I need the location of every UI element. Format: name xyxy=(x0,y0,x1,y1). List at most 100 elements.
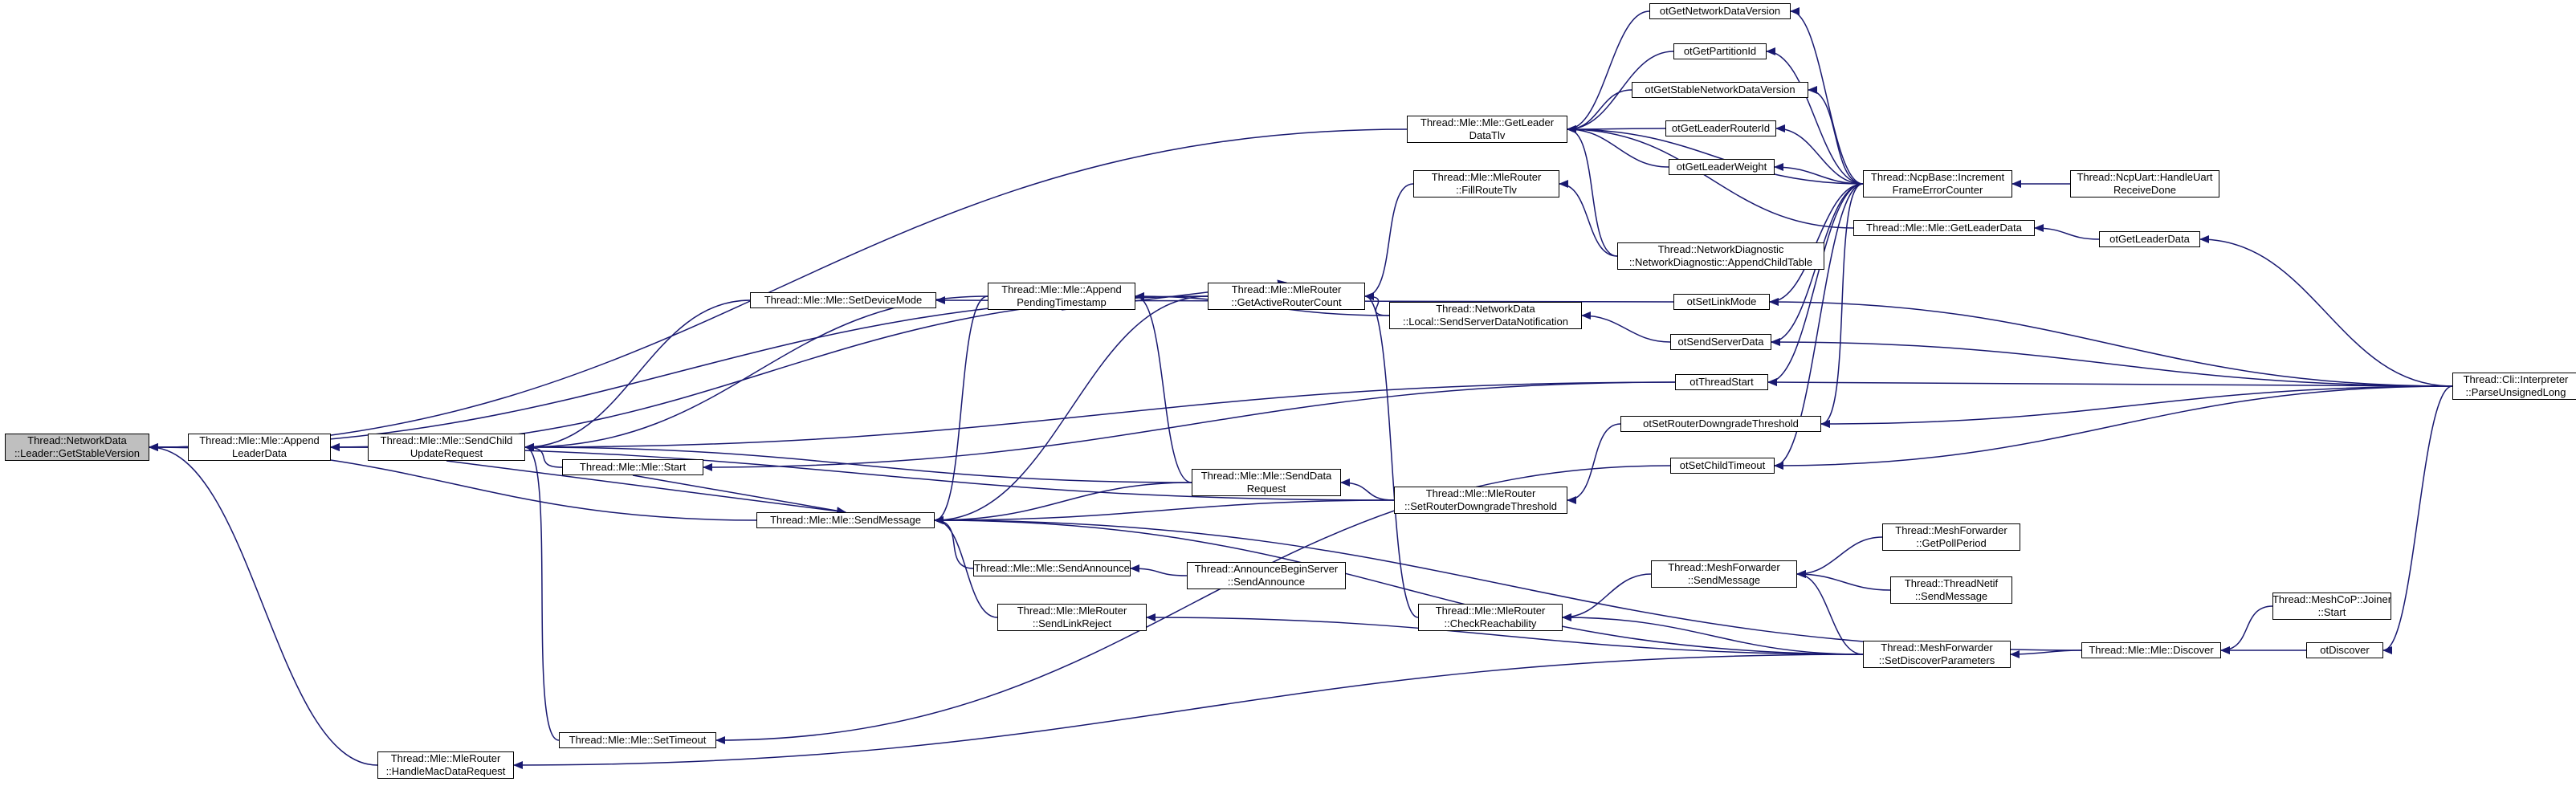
node-label-line: Thread::NetworkData xyxy=(1436,303,1535,315)
graph-node-n33[interactable]: Thread::Mle::Mle::GetLeaderData xyxy=(1853,220,2035,236)
graph-node-n18[interactable]: Thread::Mle::MleRouter::CheckReachabilit… xyxy=(1418,604,1563,631)
call-edge-n41-n25 xyxy=(1769,298,2453,387)
graph-node-n38[interactable]: Thread::Mle::Mle::Discover xyxy=(2081,642,2221,658)
node-label-line: ::SendMessage xyxy=(1687,574,1761,586)
call-edge-n32-n23 xyxy=(1774,163,1864,185)
node-label-line: ::Local::SendServerDataNotification xyxy=(1403,316,1568,328)
graph-node-n17[interactable]: Thread::AnnounceBeginServer::SendAnnounc… xyxy=(1187,562,1346,589)
graph-node-n19[interactable]: otGetNetworkDataVersion xyxy=(1649,3,1791,19)
call-edge-n32-n22 xyxy=(1775,124,1864,185)
node-label-line: Thread::Mle::Mle::SendAnnounce xyxy=(974,562,1130,574)
call-edge-n28-n14 xyxy=(1567,423,1621,504)
node-label-line: Thread::Mle::MleRouter xyxy=(390,752,501,764)
graph-node-n3[interactable]: Thread::Mle::MleRouter::GetActiveRouterC… xyxy=(1208,283,1365,310)
call-edge-n35-n33 xyxy=(2034,224,2100,240)
call-edge-n31-n16 xyxy=(1146,613,1864,655)
call-edge-n3-n0 xyxy=(149,295,1209,451)
node-label-line: PendingTimestamp xyxy=(1017,296,1107,308)
node-label-line: ::GetPollPeriod xyxy=(1916,537,1987,549)
node-label-line: Thread::Cli::Interpreter xyxy=(2463,373,2569,385)
graph-node-n0: Thread::NetworkData::Leader::GetStableVe… xyxy=(5,434,149,461)
node-label-line: Thread::NcpBase::Increment xyxy=(1870,171,2005,183)
call-edge-n3-n4 xyxy=(934,295,1209,524)
call-edge-n41-n35 xyxy=(2199,235,2453,387)
graph-node-n31[interactable]: Thread::MeshForwarder::SetDiscoverParame… xyxy=(1863,641,2011,668)
node-label-line: Thread::Mle::Mle::Append xyxy=(199,434,320,446)
graph-node-n35[interactable]: otGetLeaderData xyxy=(2099,231,2200,247)
graph-node-n12[interactable]: Thread::NetworkData::Local::SendServerDa… xyxy=(1389,302,1582,329)
node-label-line: otSetChildTimeout xyxy=(1679,459,1766,471)
call-edge-n41-n28 xyxy=(1820,385,2453,428)
call-edge-n32-n2 xyxy=(1567,125,1864,185)
graph-node-n14[interactable]: Thread::Mle::MleRouter::SetRouterDowngra… xyxy=(1394,487,1567,514)
node-label-line: Thread::NcpUart::HandleUart xyxy=(2077,171,2213,183)
graph-node-n9[interactable]: Thread::Mle::Mle::Start xyxy=(562,459,703,475)
call-edge-n41-n26 xyxy=(1771,338,2453,387)
node-label-line: Thread::Mle::Mle::SendChild xyxy=(380,434,513,446)
call-edge-n24-n11 xyxy=(1559,180,1618,257)
node-label-line: Thread::MeshForwarder xyxy=(1881,641,1993,654)
node-label-line: otDiscover xyxy=(2320,644,2370,656)
node-label-line: ::HandleMacDataRequest xyxy=(385,765,506,777)
graph-node-n15[interactable]: Thread::Mle::Mle::SendAnnounce xyxy=(973,560,1131,576)
call-edge-n8-n4 xyxy=(934,295,988,524)
call-edge-n6-n4 xyxy=(446,460,846,515)
node-label-line: ::Leader::GetStableVersion xyxy=(14,447,141,459)
call-edge-n41-n27 xyxy=(1767,378,2453,387)
graph-node-n23[interactable]: otGetLeaderWeight xyxy=(1669,159,1775,175)
graph-node-n25[interactable]: otSetLinkMode xyxy=(1673,294,1770,310)
call-edge-n15-n4 xyxy=(934,516,974,569)
graph-node-n11[interactable]: Thread::Mle::MleRouter::FillRouteTlv xyxy=(1413,170,1559,198)
graph-node-n10[interactable]: Thread::Mle::Mle::SetTimeout xyxy=(559,732,716,748)
node-label-line: Thread::Mle::Mle::GetLeader xyxy=(1420,116,1555,128)
graph-node-n20[interactable]: otGetPartitionId xyxy=(1673,43,1767,59)
graph-node-n36[interactable]: Thread::MeshForwarder::GetPollPeriod xyxy=(1882,523,2020,551)
graph-node-n24[interactable]: Thread::NetworkDiagnostic::NetworkDiagno… xyxy=(1617,242,1824,270)
call-edge-n9-n4 xyxy=(632,474,846,515)
graph-node-n40[interactable]: otDiscover xyxy=(2306,642,2383,658)
graph-node-n37[interactable]: Thread::ThreadNetif::SendMessage xyxy=(1890,576,2012,604)
graph-node-n22[interactable]: otGetLeaderRouterId xyxy=(1665,120,1776,136)
node-label-line: FrameErrorCounter xyxy=(1892,184,1983,196)
graph-node-n39[interactable]: Thread::MeshCoP::Joiner::Start xyxy=(2272,593,2391,620)
node-label-line: Thread::AnnounceBeginServer xyxy=(1194,563,1339,575)
call-edge-n10-n6 xyxy=(524,443,560,741)
node-label-line: ::SendMessage xyxy=(1914,590,1988,602)
node-label-line: ::SendAnnounce xyxy=(1227,576,1306,588)
call-edge-n7-n6 xyxy=(524,299,751,451)
call-edge-n12-n3 xyxy=(1364,292,1390,316)
call-edge-n31-n4 xyxy=(934,516,1864,655)
graph-node-n16[interactable]: Thread::Mle::MleRouter::SendLinkReject xyxy=(997,604,1147,631)
call-edge-n17-n15 xyxy=(1130,564,1188,576)
call-edge-n36-n30 xyxy=(1796,536,1883,578)
call-edge-n41-n29 xyxy=(1774,385,2453,470)
graph-node-n28[interactable]: otSetRouterDowngradeThreshold xyxy=(1620,416,1821,432)
call-edge-n21-n2 xyxy=(1567,89,1632,133)
graph-node-n7[interactable]: Thread::Mle::Mle::SetDeviceMode xyxy=(750,292,936,308)
call-edge-n27-n9 xyxy=(703,381,1676,471)
node-label-line: DataTlv xyxy=(1469,129,1506,141)
graph-node-n4[interactable]: Thread::Mle::Mle::SendMessage xyxy=(756,512,935,528)
node-label-line: Thread::Mle::Mle::SendData xyxy=(1200,470,1332,482)
node-label-line: ::CheckReachability xyxy=(1444,617,1537,629)
graph-node-n30[interactable]: Thread::MeshForwarder::SendMessage xyxy=(1651,560,1797,588)
node-label-line: Thread::MeshForwarder xyxy=(1668,561,1780,573)
graph-node-n29[interactable]: otSetChildTimeout xyxy=(1670,458,1775,474)
graph-node-n41[interactable]: Thread::Cli::Interpreter::ParseUnsignedL… xyxy=(2452,373,2576,400)
node-label-line: otGetLeaderData xyxy=(2109,233,2190,245)
node-label-line: otSendServerData xyxy=(1677,336,1764,348)
call-edge-n13-n4 xyxy=(934,482,1192,524)
call-edge-n32-n19 xyxy=(1790,7,1864,185)
graph-node-n26[interactable]: otSendServerData xyxy=(1670,334,1771,350)
graph-node-n21[interactable]: otGetStableNetworkDataVersion xyxy=(1632,82,1808,98)
graph-node-n27[interactable]: otThreadStart xyxy=(1675,374,1768,390)
graph-node-n5[interactable]: Thread::Mle::MleRouter::HandleMacDataReq… xyxy=(377,751,514,779)
node-label-line: otThreadStart xyxy=(1689,376,1754,388)
